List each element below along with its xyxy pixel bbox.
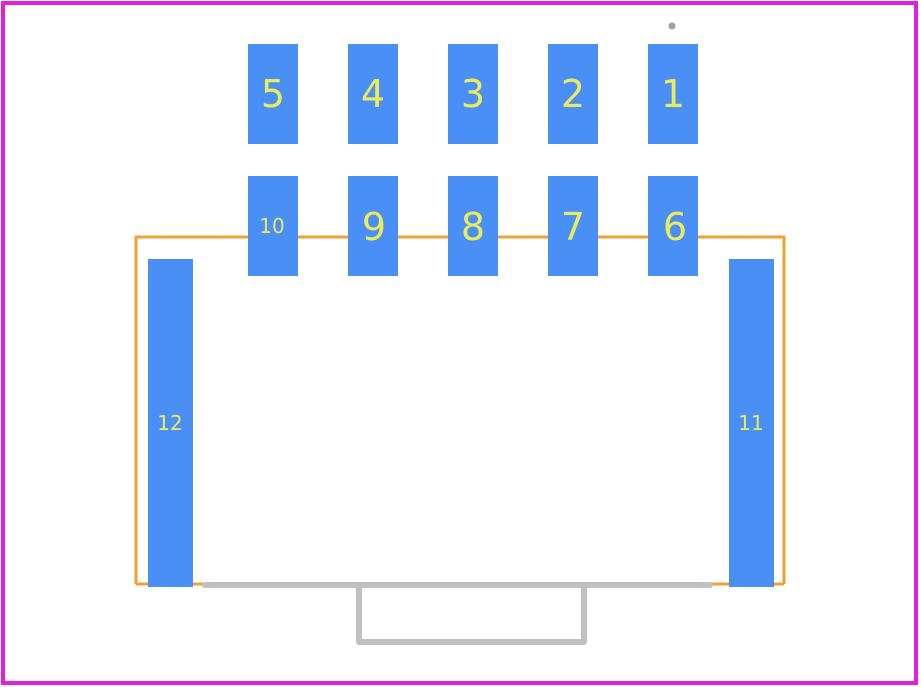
- pad-4[interactable]: 4: [348, 44, 398, 144]
- pad-1[interactable]: 1: [648, 44, 698, 144]
- pad-11[interactable]: 11: [729, 259, 774, 587]
- pad-label: 9: [362, 205, 386, 249]
- pin1-marker-dot: [668, 22, 676, 30]
- pad-9[interactable]: 9: [348, 176, 398, 276]
- pad-label: 10: [259, 214, 284, 238]
- pad-8[interactable]: 8: [448, 176, 498, 276]
- pad-label: 4: [361, 72, 385, 116]
- pad-group: 5 4 3 2 1 10 9 8: [148, 44, 774, 587]
- pad-label: 2: [561, 72, 585, 116]
- pad-label: 11: [738, 411, 763, 435]
- pad-5[interactable]: 5: [248, 44, 298, 144]
- pad-10[interactable]: 10: [248, 176, 298, 276]
- pad-2[interactable]: 2: [548, 44, 598, 144]
- pad-6[interactable]: 6: [648, 176, 698, 276]
- pad-3[interactable]: 3: [448, 44, 498, 144]
- pad-label: 12: [157, 411, 182, 435]
- pad-label: 7: [561, 205, 585, 249]
- courtyard-outline: [134, 235, 786, 584]
- silkscreen-tab: [356, 587, 587, 645]
- pad-label: 6: [663, 205, 687, 249]
- pad-12[interactable]: 12: [148, 259, 193, 587]
- pad-label: 1: [661, 72, 685, 116]
- pad-label: 5: [261, 72, 285, 116]
- pad-7[interactable]: 7: [548, 176, 598, 276]
- pad-label: 3: [461, 72, 485, 116]
- pad-label: 8: [461, 205, 485, 249]
